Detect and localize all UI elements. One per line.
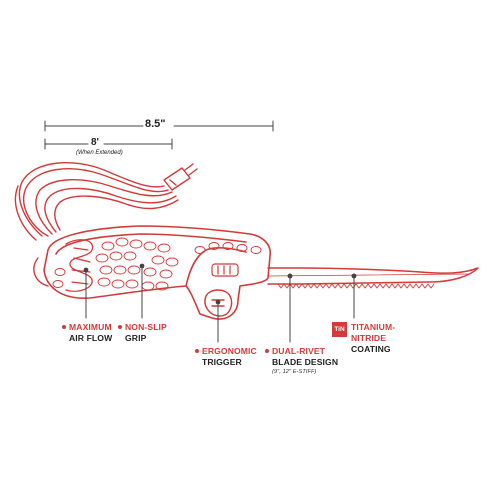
grip-texture — [52, 237, 262, 291]
bullet-icon — [118, 325, 122, 329]
callout-leader-lines — [83, 263, 357, 343]
overall-length-dimension-line — [44, 120, 274, 132]
cord-length-note: (When Extended) — [76, 150, 123, 156]
air-vent-icon — [65, 239, 94, 292]
callout-ergonomic-trigger: ERGONOMIC TRIGGER — [195, 346, 257, 368]
bullet-icon — [265, 349, 269, 353]
tin-badge-icon: TiN — [332, 322, 347, 337]
bullet-icon — [195, 349, 199, 353]
callout-maximum-air-flow: MAXIMUM AIR FLOW — [62, 322, 112, 344]
switch-slot-icon — [211, 263, 239, 277]
callout-dual-rivet-blade: DUAL-RIVET BLADE DESIGN (9", 12" E-STIFF… — [265, 346, 338, 376]
power-cord-icon — [14, 162, 198, 287]
fillet-blade — [267, 267, 479, 289]
knife-handle — [43, 225, 272, 320]
cord-length-label: 8' — [91, 137, 99, 148]
cord-length-dimension-line — [44, 138, 173, 150]
bullet-icon — [62, 325, 66, 329]
overall-length-label: 8.5" — [145, 118, 166, 130]
callout-titanium-nitride-coating: TITANIUM- NITRIDE COATING — [351, 322, 396, 354]
callout-non-slip-grip: NON-SLIP GRIP — [118, 322, 167, 344]
